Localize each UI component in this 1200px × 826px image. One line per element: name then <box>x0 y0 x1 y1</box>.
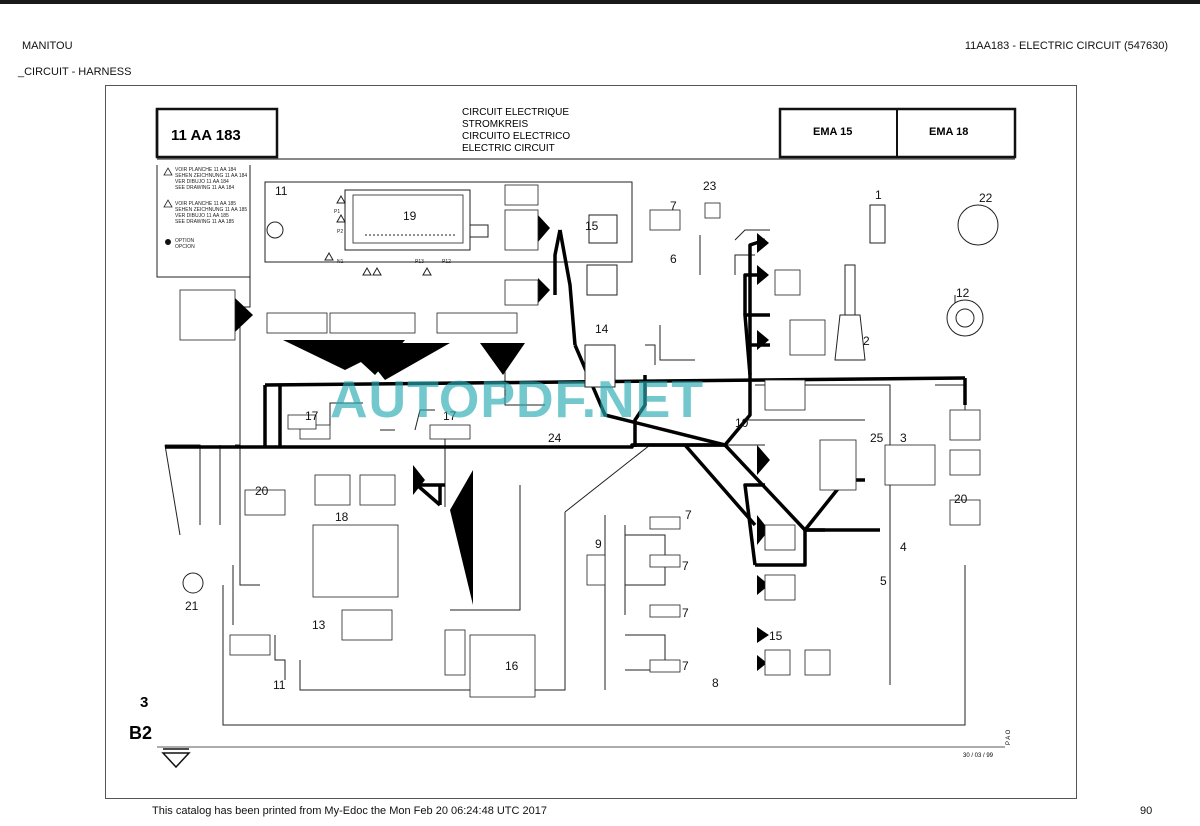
label-10: 10 <box>735 416 749 430</box>
pin-p12: P12 <box>442 259 451 265</box>
title-block <box>155 107 1017 160</box>
label-23: 23 <box>703 179 717 193</box>
window-top-bar <box>0 0 1200 4</box>
legend-tri-3: VER DIBUJO 11 AA 184 <box>175 179 229 185</box>
legend-tri-4: SEE DRAWING 11 AA 184 <box>175 185 234 191</box>
ecu-box-19 <box>324 189 489 276</box>
label-7a: 7 <box>670 199 677 213</box>
label-5: 5 <box>880 574 887 588</box>
label-22: 22 <box>979 191 993 205</box>
model-ema18: EMA 18 <box>929 126 968 138</box>
label-6: 6 <box>670 252 677 266</box>
pin-p1: P1 <box>334 209 340 215</box>
pao-mark: P A O <box>1006 729 1012 745</box>
label-25: 25 <box>870 431 884 445</box>
label-12: 12 <box>956 286 970 300</box>
label-20b: 20 <box>954 492 968 506</box>
label-1: 1 <box>875 188 882 202</box>
legend-star-3: VER DIBUJO 11 AA 185 <box>175 213 229 219</box>
legend-option-2: OPCION <box>175 244 195 250</box>
connector-blocks <box>179 184 981 698</box>
label-4: 4 <box>900 540 907 554</box>
pin-n1: N1 <box>337 259 344 265</box>
legend-box <box>156 165 251 278</box>
harness-fanouts <box>235 215 770 671</box>
title-fr: CIRCUIT ELECTRIQUE <box>462 107 569 118</box>
label-8: 8 <box>712 676 719 690</box>
brand-label: MANITOU <box>22 40 73 52</box>
label-15b: 15 <box>769 629 783 643</box>
legend-option-1: OPTION <box>175 238 195 244</box>
label-2: 2 <box>863 334 870 348</box>
option-dot-icon <box>165 239 171 245</box>
label-7b: 7 <box>685 508 692 522</box>
model-ema15: EMA 15 <box>813 126 852 138</box>
label-17b: 17 <box>443 409 457 423</box>
legend-star-2: SEHEN ZEICHNUNG 11 AA 185 <box>175 207 247 213</box>
pin-p2: P2 <box>337 229 343 235</box>
drawing-sheet <box>105 85 1077 799</box>
label-16: 16 <box>505 659 519 673</box>
label-21: 21 <box>185 599 199 613</box>
label-24: 24 <box>548 431 562 445</box>
legend-star-1: VOIR PLANCHE 11 AA 185 <box>175 201 236 207</box>
label-20a: 20 <box>255 484 269 498</box>
round-components <box>182 204 999 594</box>
title-de: STROMKREIS <box>462 119 528 130</box>
label-15a: 15 <box>585 219 599 233</box>
print-info: This catalog has been printed from My-Ed… <box>152 805 547 817</box>
legend-star-4: SEE DRAWING 11 AA 185 <box>175 219 234 225</box>
pin-p13: P13 <box>415 259 424 265</box>
label-14: 14 <box>595 322 609 336</box>
electric-circuit-diagram: 11 AA 183 CIRCUIT ELECTRIQUE STROMKREIS … <box>129 107 1017 769</box>
title-en: ELECTRIC CIRCUIT <box>462 143 555 154</box>
legend-tri-2: SEHEN ZEICHNUNG 11 AA 184 <box>175 173 247 179</box>
label-3: 3 <box>900 431 907 445</box>
label-18: 18 <box>335 510 349 524</box>
page-number: 90 <box>1140 805 1153 817</box>
drawing-date: 30 / 03 / 99 <box>963 753 994 759</box>
label-17a: 17 <box>305 409 319 423</box>
label-11b: 11 <box>273 678 286 692</box>
label-19: 19 <box>403 209 417 223</box>
label-9: 9 <box>595 537 602 551</box>
label-13: 13 <box>312 618 326 632</box>
title-es: CIRCUITO ELECTRICO <box>462 131 570 142</box>
document-title: 11AA183 - ELECTRIC CIRCUIT (547630) <box>964 40 1168 52</box>
label-7e: 7 <box>682 659 689 673</box>
section-label: _CIRCUIT - HARNESS <box>18 66 132 78</box>
label-11a: 11 <box>275 184 288 198</box>
page-ref-code: B2 <box>129 723 152 743</box>
arrow-down-icon <box>161 748 191 769</box>
legend-tri-1: VOIR PLANCHE 11 AA 184 <box>175 167 236 173</box>
watermark: AUTOPDF.NET <box>330 371 705 429</box>
drawing-number: 11 AA 183 <box>171 127 241 144</box>
label-7d: 7 <box>682 606 689 620</box>
label-7c: 7 <box>682 559 689 573</box>
page-ref-number: 3 <box>140 694 148 711</box>
